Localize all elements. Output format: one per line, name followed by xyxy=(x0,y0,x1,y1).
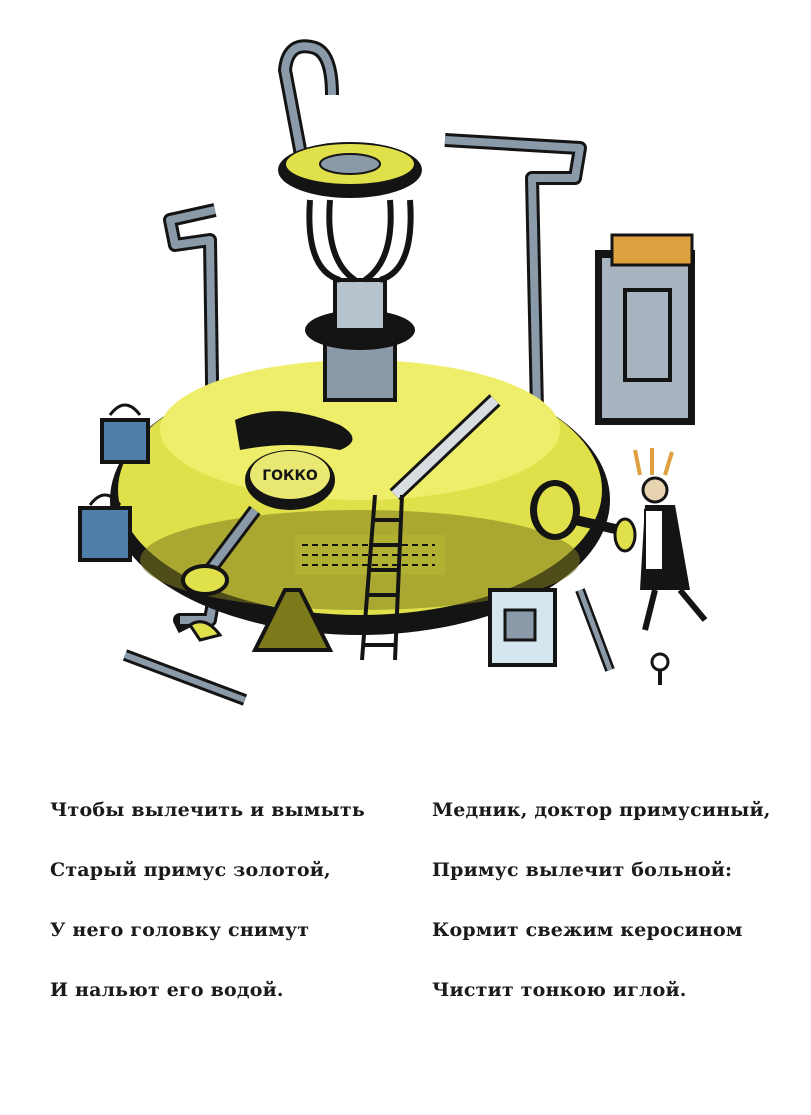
funnel-large xyxy=(251,588,334,652)
poem-left-column: Чтобы вылечить и вымыть Старый примус зо… xyxy=(50,800,365,1040)
poem-line: И нальют его водой. xyxy=(50,979,284,1001)
burner-head xyxy=(278,142,422,402)
right-support-rod xyxy=(444,133,587,411)
poem-line: У него головку снимут xyxy=(50,919,310,941)
ladder xyxy=(360,494,404,661)
matchbox xyxy=(595,233,695,425)
poem-line: Примус вылечит больной: xyxy=(432,859,733,881)
poem-line: Чтобы вылечить и вымыть xyxy=(50,799,365,821)
blue-pot-upper xyxy=(100,403,150,464)
hook-rod xyxy=(277,39,339,162)
poem-line: Медник, доктор примусиный, xyxy=(432,799,771,821)
small-nut xyxy=(650,652,670,685)
funnel-small xyxy=(187,620,223,642)
floor-rod-right xyxy=(575,588,615,672)
primus-stove-illustration: ГОККО xyxy=(78,39,708,706)
poem-line: Чистит тонкою иглой. xyxy=(432,979,687,1001)
poem: Чтобы вылечить и вымыть Старый примус зо… xyxy=(40,800,780,1060)
poem-line: Старый примус золотой, xyxy=(50,859,331,881)
tinker-figure xyxy=(633,448,708,631)
blue-pot-lower xyxy=(78,493,132,562)
black-cap xyxy=(235,411,353,450)
tin-can xyxy=(488,588,557,667)
pump-valve: ГОККО xyxy=(181,450,335,596)
poem-line: Кормит свежим керосином xyxy=(432,919,743,941)
floor-rod-left xyxy=(122,649,248,706)
side-valve xyxy=(530,480,637,553)
needle-tool xyxy=(389,394,501,501)
badge-text: ГОККО xyxy=(262,468,318,484)
poem-right-column: Медник, доктор примусиный, Примус вылечи… xyxy=(432,800,771,1040)
